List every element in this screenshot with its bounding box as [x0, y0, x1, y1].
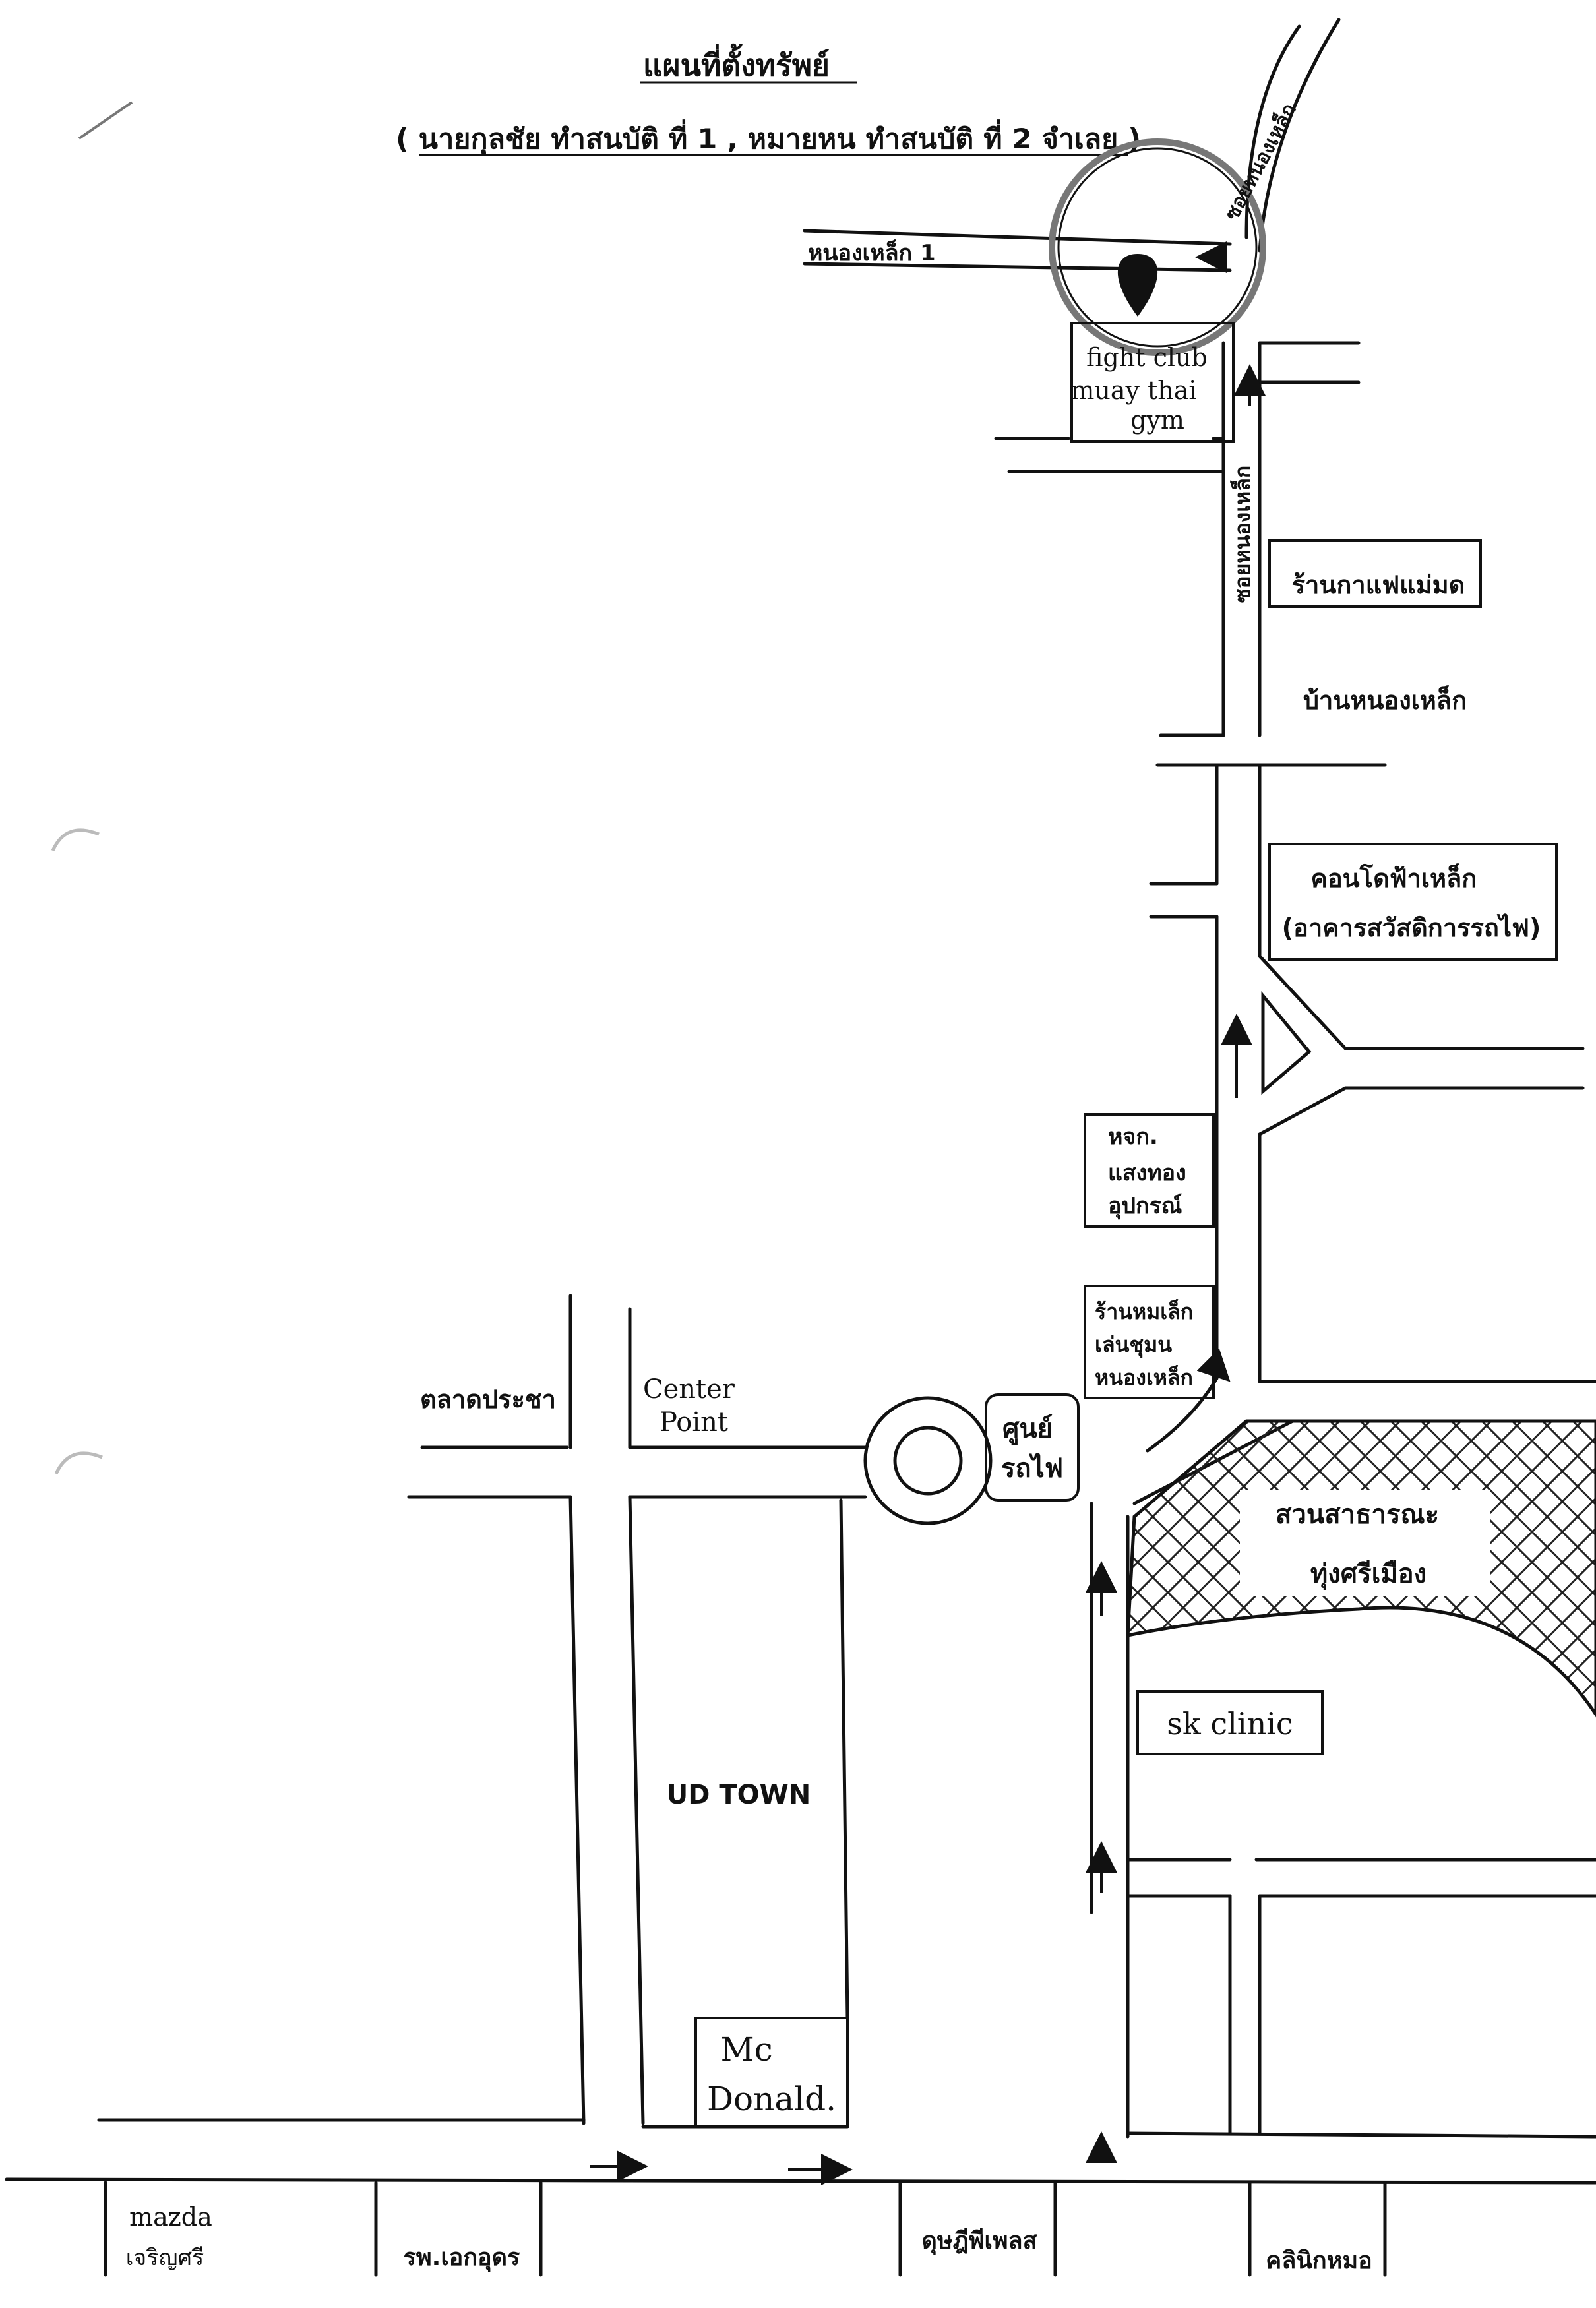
- label-shop-bottom: ดุษฎีพีเพลส: [921, 2228, 1037, 2256]
- label-mazda: mazda เจริญศรี: [126, 2202, 220, 2271]
- street-label-nongrek-1: หนองเหล็ก 1: [808, 239, 936, 266]
- label-park: สวนสาธารณะ ทุ่งศรีเมือง: [1275, 1500, 1448, 1591]
- label-market: ตลาดประชา: [420, 1385, 556, 1414]
- label-school: ร้านหมเล็ก เล่นชุมน หนองเหล็ก: [1095, 1298, 1200, 1390]
- label-clinic: sk clinic: [1167, 1706, 1293, 1742]
- building-boxes: [694, 322, 1558, 2128]
- label-mcdonald: Mc Donald.: [707, 2030, 836, 2118]
- label-gym: fight club muay thai gym: [1070, 343, 1215, 435]
- label-hospital: รพ.เอกอุดร: [404, 2244, 520, 2272]
- direction-arrows: [590, 241, 1266, 2185]
- property-highlight: [1049, 138, 1266, 356]
- label-shop-saengthong: หจก. แสงทอง อุปกรณ์: [1108, 1124, 1194, 1220]
- binder-hole-top: [51, 828, 100, 852]
- road-network: [5, 18, 1596, 2277]
- map-title: แผนที่ตั้งทรัพย์: [643, 43, 830, 83]
- label-shop-top: ร้านกาแฟแม่มด: [1292, 570, 1465, 599]
- label-ud-town: UD TOWN: [667, 1780, 811, 1810]
- label-clinic-bottom: คลินิกหมอ: [1266, 2247, 1372, 2274]
- property-highlight-inner: [1057, 147, 1258, 348]
- park-label-bg: [1240, 1490, 1490, 1596]
- stray-mark: [78, 101, 133, 140]
- label-village: บ้านหนองเหล็ก: [1303, 685, 1467, 715]
- location-pin-icon: [1117, 254, 1158, 317]
- map-subtitle: ( นายกุลชัย ทำสนบัติ ที่ 1 , หมายหน ทำสน…: [396, 119, 1141, 156]
- binder-hole-bottom: [54, 1451, 103, 1475]
- street-label-soi-mid: ซอยหนองเหล็ก: [1229, 466, 1255, 603]
- label-railway-hospital: ศูนย์ รถไฟ: [1001, 1414, 1063, 1484]
- label-condo: คอนโดฟ้าเหล็ก (อาคารสวัสดิการรถไฟ): [1282, 863, 1541, 942]
- label-center-point: Center Point: [643, 1374, 743, 1438]
